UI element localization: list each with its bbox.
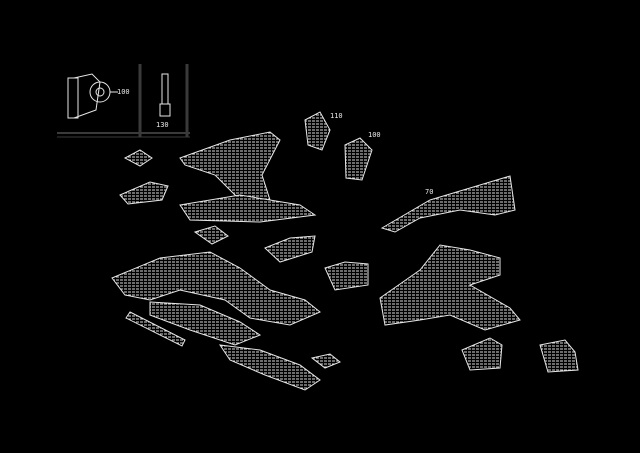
label-mount-bracket: 110: [330, 112, 343, 120]
small-clip-a: [123, 149, 153, 167]
bracket-small: [119, 181, 169, 205]
label-bracket-loop: 100: [368, 131, 381, 139]
label-side-rail: 70: [425, 188, 434, 196]
inset-left-label: 100: [117, 88, 130, 96]
mount-bracket-top-left: [304, 111, 331, 151]
inset-right-label: 130: [156, 121, 169, 129]
